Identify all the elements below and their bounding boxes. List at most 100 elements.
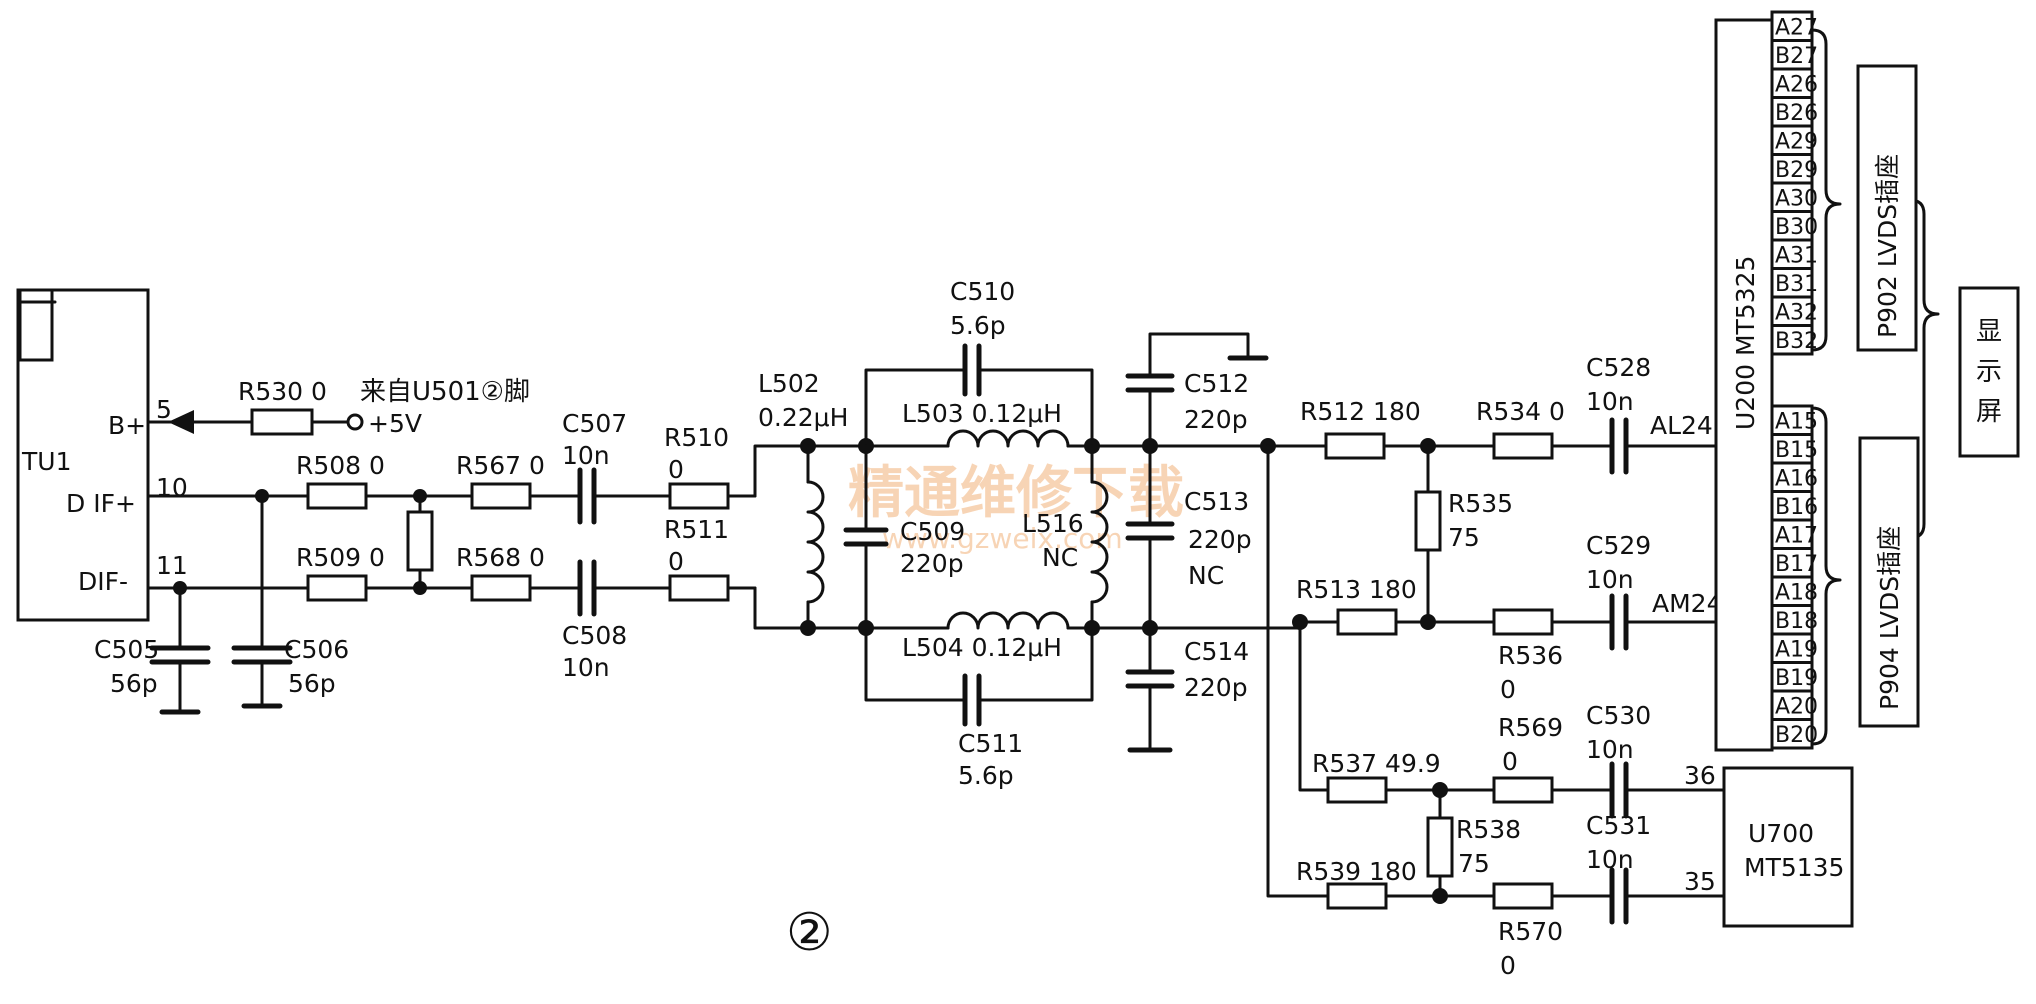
u200-label: U200 MT5325 xyxy=(1731,256,1760,430)
pin-box xyxy=(1770,324,1814,356)
pin-label: A17 xyxy=(1775,524,1818,549)
r508 xyxy=(306,482,368,510)
r569-val: 0 xyxy=(1502,747,1518,776)
bridge-resistor xyxy=(406,489,434,595)
filter-network: C510 5.6p L503 0.12μH L504 0.12μH C511 5… xyxy=(753,277,1302,790)
l502-val: 0.22μH xyxy=(758,403,848,432)
pin-box xyxy=(1770,632,1814,664)
r538-val: 75 xyxy=(1458,849,1490,878)
r536-ref: R536 xyxy=(1498,641,1563,670)
u700-pin35: 35 xyxy=(1684,867,1716,896)
c505: C505 56p xyxy=(94,581,211,715)
pin-label: A32 xyxy=(1775,301,1818,326)
figure-mark: ② xyxy=(786,903,833,963)
c531-val: 10n xyxy=(1586,845,1634,874)
pin-box xyxy=(1770,210,1814,242)
dif-plus-net: R508 0 R567 0 C507 10n R510 0 xyxy=(146,409,757,525)
output-network: R512 180 R534 0 C528 10n AL24 R535 75 R5… xyxy=(1260,353,1726,980)
brackets xyxy=(1810,28,1940,746)
r535-ref: R535 xyxy=(1448,489,1513,518)
c510-val: 5.6p xyxy=(950,311,1006,340)
connector-p902: P902 LVDS插座 xyxy=(1856,64,1918,352)
supply-net: R530 0 来自U501②脚 +5V xyxy=(146,377,530,438)
pin-label: B19 xyxy=(1775,666,1818,691)
c509-ref: C509 xyxy=(900,517,965,546)
r511-val: 0 xyxy=(668,547,684,576)
pin-label: A15 xyxy=(1775,410,1818,435)
pin-label: A16 xyxy=(1775,467,1818,492)
c529-val: 10n xyxy=(1586,565,1634,594)
r568 xyxy=(470,574,532,602)
r509-label: R509 0 xyxy=(296,543,385,572)
pin-label: A18 xyxy=(1775,581,1818,606)
pin-label: B16 xyxy=(1775,495,1818,520)
voltage-label: +5V xyxy=(368,409,422,438)
r538-ref: R538 xyxy=(1456,815,1521,844)
pin-label: A31 xyxy=(1775,244,1818,269)
c511-ref: C511 xyxy=(958,729,1023,758)
l502-ref: L502 xyxy=(758,369,820,398)
c506-ref: C506 xyxy=(284,635,349,664)
pin-box xyxy=(1770,575,1814,607)
pin-box xyxy=(1770,433,1814,465)
c512-ref: C512 xyxy=(1184,369,1249,398)
chip-u200: U200 MT5325 xyxy=(1714,18,1774,752)
pin-label: B18 xyxy=(1775,609,1818,634)
c531-ref: C531 xyxy=(1586,811,1651,840)
tu1-pin-difp: D IF+ xyxy=(66,489,136,518)
r567 xyxy=(470,482,532,510)
c514-val: 220p xyxy=(1184,673,1248,702)
arrow-icon xyxy=(168,410,194,434)
pin-label: A27 xyxy=(1775,16,1818,41)
c505-ref: C505 xyxy=(94,635,159,664)
pin-label: A20 xyxy=(1775,695,1818,720)
display-char-3: 屏 xyxy=(1976,397,2002,427)
pin-label: B30 xyxy=(1775,215,1818,240)
c529-ref: C529 xyxy=(1586,531,1651,560)
c528-ref: C528 xyxy=(1586,353,1651,382)
pin-label: A29 xyxy=(1775,130,1818,155)
pin-box xyxy=(1770,39,1814,71)
c507-val: 10n xyxy=(562,441,610,470)
r508-label: R508 0 xyxy=(296,451,385,480)
c508-val: 10n xyxy=(562,653,610,682)
watermark-url: www.gzweix.com xyxy=(882,522,1123,555)
l516-val: NC xyxy=(1042,543,1078,572)
tuner-tu1: TU1 B+ D IF+ DIF- 5 10 11 xyxy=(16,288,188,622)
pin-label: B15 xyxy=(1775,438,1818,463)
r511 xyxy=(668,574,730,602)
r568-label: R568 0 xyxy=(456,543,545,572)
display-char-1: 显 xyxy=(1976,317,2002,347)
source-label: 来自U501②脚 xyxy=(360,377,530,407)
pin-label: B17 xyxy=(1775,552,1818,577)
l503-label: L503 0.12μH xyxy=(902,399,1062,428)
r534-label: R534 0 xyxy=(1476,397,1565,426)
pin-box xyxy=(1770,267,1814,299)
tu1-pin-difm: DIF- xyxy=(78,567,128,596)
r510-val: 0 xyxy=(668,455,684,484)
pin-box xyxy=(1770,124,1814,156)
r569-ref: R569 xyxy=(1498,713,1563,742)
tu1-pin11: 11 xyxy=(156,551,188,580)
tu1-pin5: 5 xyxy=(156,395,172,424)
c508-ref: C508 xyxy=(562,621,627,650)
r570-val: 0 xyxy=(1500,951,1516,980)
c506-val: 56p xyxy=(288,669,336,698)
pin-label: B31 xyxy=(1775,272,1818,297)
c514-ref: C514 xyxy=(1184,637,1249,666)
pin-box xyxy=(1770,10,1814,42)
pin-label: A26 xyxy=(1775,73,1818,98)
dif-minus-net: R509 0 R568 0 C508 10n R511 0 xyxy=(146,515,757,682)
r570-ref: R570 xyxy=(1498,917,1563,946)
pin-box xyxy=(1770,718,1814,750)
r513-label: R513 180 xyxy=(1296,575,1417,604)
pin-label: A30 xyxy=(1775,187,1818,212)
r510-ref: R510 xyxy=(664,423,729,452)
u700-ref: U700 xyxy=(1748,819,1814,848)
c507-ref: C507 xyxy=(562,409,627,438)
pin-label: B26 xyxy=(1775,101,1818,126)
c530-ref: C530 xyxy=(1586,701,1651,730)
net-am24: AM24 xyxy=(1652,589,1722,618)
